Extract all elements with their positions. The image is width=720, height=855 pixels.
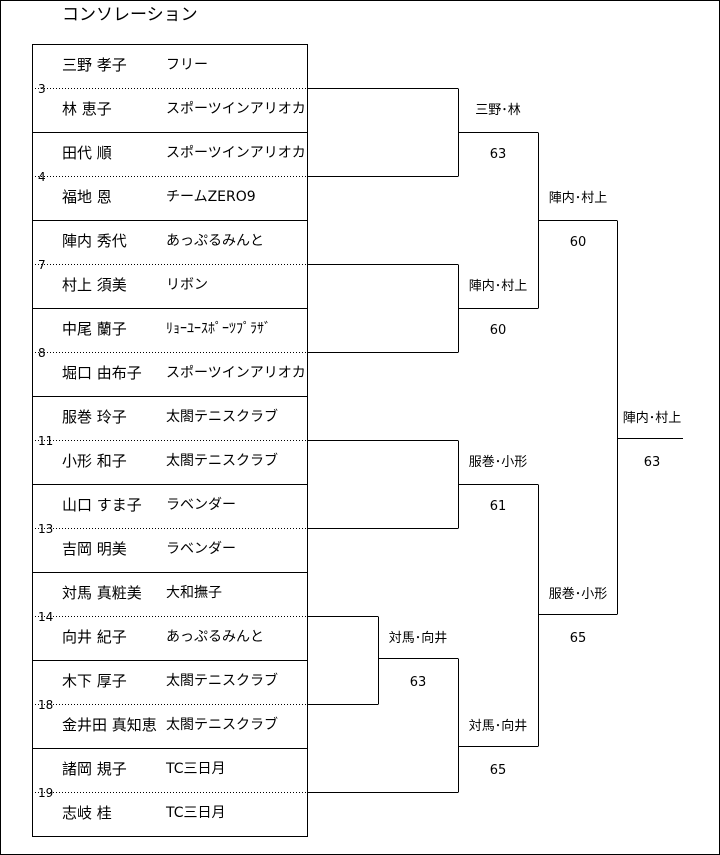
seed-number: 4	[38, 170, 46, 184]
player-name: 三野 孝子	[62, 56, 127, 74]
result-score: 63	[643, 455, 661, 470]
player-name: 吉岡 明美	[62, 540, 127, 558]
club-name: あっぷるみんと	[166, 233, 264, 249]
club-name: あっぷるみんと	[166, 629, 264, 645]
player-name: 中尾 蘭子	[62, 320, 127, 338]
player-name: 福地 恩	[62, 188, 112, 206]
club-name: 太閤テニスクラブ	[166, 717, 278, 733]
result-winner: 陣内･村上	[468, 279, 528, 294]
page-title: コンソレーション	[62, 5, 198, 25]
result-winner: 陣内･村上	[548, 191, 608, 206]
result-score: 65	[489, 763, 507, 778]
seed-number: 19	[38, 786, 54, 800]
seed-number: 7	[38, 258, 46, 272]
result-score: 63	[409, 675, 427, 690]
club-name: ﾘｮｰﾕｰｽﾎﾟｰﾂﾌﾟﾗｻﾞ	[166, 321, 271, 337]
player-name: 田代 順	[62, 144, 112, 162]
result-score: 63	[489, 147, 507, 162]
player-name: 服巻 玲子	[62, 408, 127, 426]
player-name: 諸岡 規子	[62, 760, 127, 778]
result-winner: 服巻･小形	[468, 455, 528, 470]
result-score: 65	[569, 631, 587, 646]
result-winner: 対馬･向井	[388, 631, 448, 646]
club-name: チームZERO9	[166, 189, 256, 205]
club-name: ラベンダー	[166, 497, 236, 513]
club-name: TC三日月	[166, 805, 226, 821]
player-name: 陣内 秀代	[62, 232, 127, 250]
club-name: 太閤テニスクラブ	[166, 409, 278, 425]
result-score: 60	[569, 235, 587, 250]
result-winner: 対馬･向井	[468, 719, 528, 734]
seed-number: 8	[38, 346, 46, 360]
player-name: 村上 須美	[62, 276, 127, 294]
player-name: 小形 和子	[62, 452, 127, 470]
player-name: 対馬 真粧美	[62, 584, 142, 602]
player-name: 堀口 由布子	[62, 364, 142, 382]
club-name: フリー	[166, 57, 208, 73]
club-name: 太閤テニスクラブ	[166, 673, 278, 689]
club-name: ラベンダー	[166, 541, 236, 557]
result-winner: 服巻･小形	[548, 587, 608, 602]
player-name: 木下 厚子	[62, 672, 127, 690]
club-name: スポーツインアリオカ	[166, 145, 306, 161]
player-name: 山口 すま子	[62, 496, 142, 514]
player-name: 金井田 真知恵	[62, 716, 157, 734]
seed-number: 13	[38, 522, 54, 536]
result-score: 61	[489, 499, 507, 514]
seed-number: 3	[38, 82, 46, 96]
club-name: 大和撫子	[166, 585, 222, 601]
club-name: 太閤テニスクラブ	[166, 453, 278, 469]
player-name: 林 恵子	[62, 100, 112, 118]
club-name: リボン	[166, 277, 208, 293]
result-winner: 三野･林	[475, 103, 521, 118]
club-name: TC三日月	[166, 761, 226, 777]
club-name: スポーツインアリオカ	[166, 101, 306, 117]
player-name: 志岐 桂	[62, 804, 112, 822]
result-score: 60	[489, 323, 507, 338]
seed-number: 14	[38, 610, 54, 624]
club-name: スポーツインアリオカ	[166, 365, 306, 381]
seed-number: 11	[38, 434, 54, 448]
player-name: 向井 紀子	[62, 628, 127, 646]
seed-number: 18	[38, 698, 54, 712]
result-winner: 陣内･村上	[622, 411, 682, 426]
